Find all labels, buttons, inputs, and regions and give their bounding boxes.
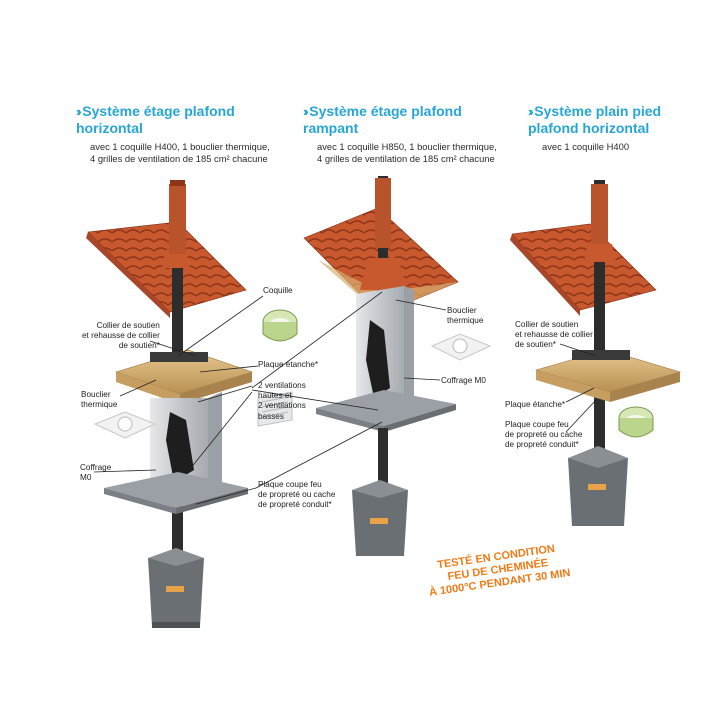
stove-icon (352, 480, 408, 556)
roof-icon (512, 224, 656, 310)
system-3-diagram (510, 180, 680, 526)
coquille-icon (619, 407, 653, 437)
coquille-icon (263, 310, 297, 341)
label-coffrage-mid: Coffrage M0 (441, 376, 486, 386)
label-plaque-etanche: Plaque étanche* (258, 360, 318, 370)
stove-icon (568, 446, 628, 526)
stove-icon (148, 548, 204, 628)
label-coquille: Coquille (263, 286, 293, 296)
thermal-shield-icon (95, 412, 155, 438)
thermal-shield-icon (432, 334, 490, 360)
label-plaque-etanche-right: Plaque étanche* (505, 400, 565, 410)
